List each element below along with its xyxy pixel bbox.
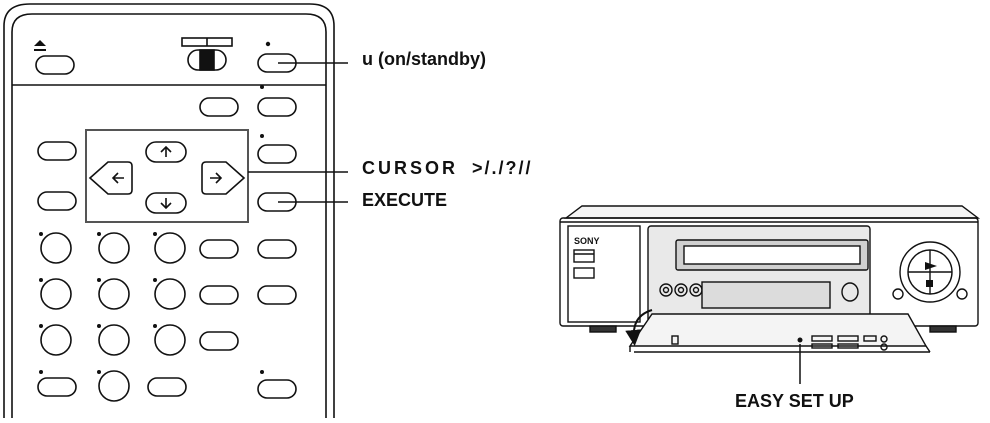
remote-button-right-1[interactable] [257, 144, 297, 164]
easy-set-up-button[interactable] [797, 337, 803, 343]
number-button[interactable] [98, 324, 130, 356]
remote-body-inner [11, 13, 327, 418]
vcr-display [701, 281, 831, 309]
number-button[interactable] [98, 370, 130, 402]
number-buttons [39, 232, 186, 402]
vcr-jog-dial[interactable] [899, 241, 961, 303]
cursor-left-button[interactable] [88, 161, 133, 195]
remote-button-small[interactable] [199, 331, 239, 351]
number-button[interactable] [40, 278, 72, 310]
number-button[interactable] [98, 232, 130, 264]
stop-icon [926, 280, 933, 287]
remote-button-small[interactable] [257, 239, 297, 259]
execute-label: EXECUTE [362, 190, 448, 210]
cursor-right-button[interactable] [201, 161, 246, 195]
eject-icon [34, 40, 46, 46]
number-button[interactable] [154, 278, 186, 310]
remote-control [3, 3, 335, 418]
easy-set-up-label: EASY SET UP [735, 391, 854, 411]
remote-button-small[interactable] [199, 239, 239, 259]
remote-button-small[interactable] [199, 97, 239, 117]
vcr-button-left[interactable] [892, 288, 904, 300]
remote-button-small[interactable] [257, 379, 297, 399]
cursor-down-button[interactable] [145, 192, 187, 214]
remote-button-small[interactable] [257, 285, 297, 305]
remote-button-small[interactable] [37, 377, 77, 397]
vcr-deck: SONY [559, 205, 981, 353]
vcr-power-button[interactable] [573, 249, 595, 263]
play-icon [925, 262, 937, 270]
remote-button-small[interactable] [199, 285, 239, 305]
mode-switch[interactable] [181, 37, 233, 71]
remote-button-small[interactable] [147, 377, 187, 397]
leader-lines [248, 62, 348, 203]
number-button[interactable] [40, 324, 72, 356]
vcr-button-right[interactable] [956, 288, 968, 300]
cursor-word: CURSOR [362, 158, 459, 178]
number-button[interactable] [40, 232, 72, 264]
cursor-pad-highlight [85, 129, 249, 223]
remote-button-left-1[interactable] [37, 141, 77, 161]
flap-arrow-icon [625, 309, 653, 346]
remote-button-left-2[interactable] [37, 191, 77, 211]
arrow-down-icon [160, 198, 172, 210]
remote-body-outer [3, 3, 335, 418]
cursor-label: CURSOR >/./?// [362, 158, 533, 179]
cursor-up-button[interactable] [145, 141, 187, 163]
number-button[interactable] [98, 278, 130, 310]
cursor-symbols: >/./?// [472, 158, 533, 178]
vcr-brand: SONY [574, 236, 600, 246]
eject-button[interactable] [34, 40, 75, 75]
arrow-left-icon [111, 172, 124, 184]
remote-button-small[interactable] [257, 97, 297, 117]
arrow-right-icon [210, 172, 223, 184]
vcr-sensor [841, 282, 859, 302]
arrow-up-icon [160, 145, 172, 157]
number-button[interactable] [154, 324, 186, 356]
power-label: u (on/standby) [362, 49, 486, 69]
power-button[interactable] [257, 41, 297, 73]
vcr-eject-button[interactable] [573, 267, 595, 279]
number-button[interactable] [154, 232, 186, 264]
